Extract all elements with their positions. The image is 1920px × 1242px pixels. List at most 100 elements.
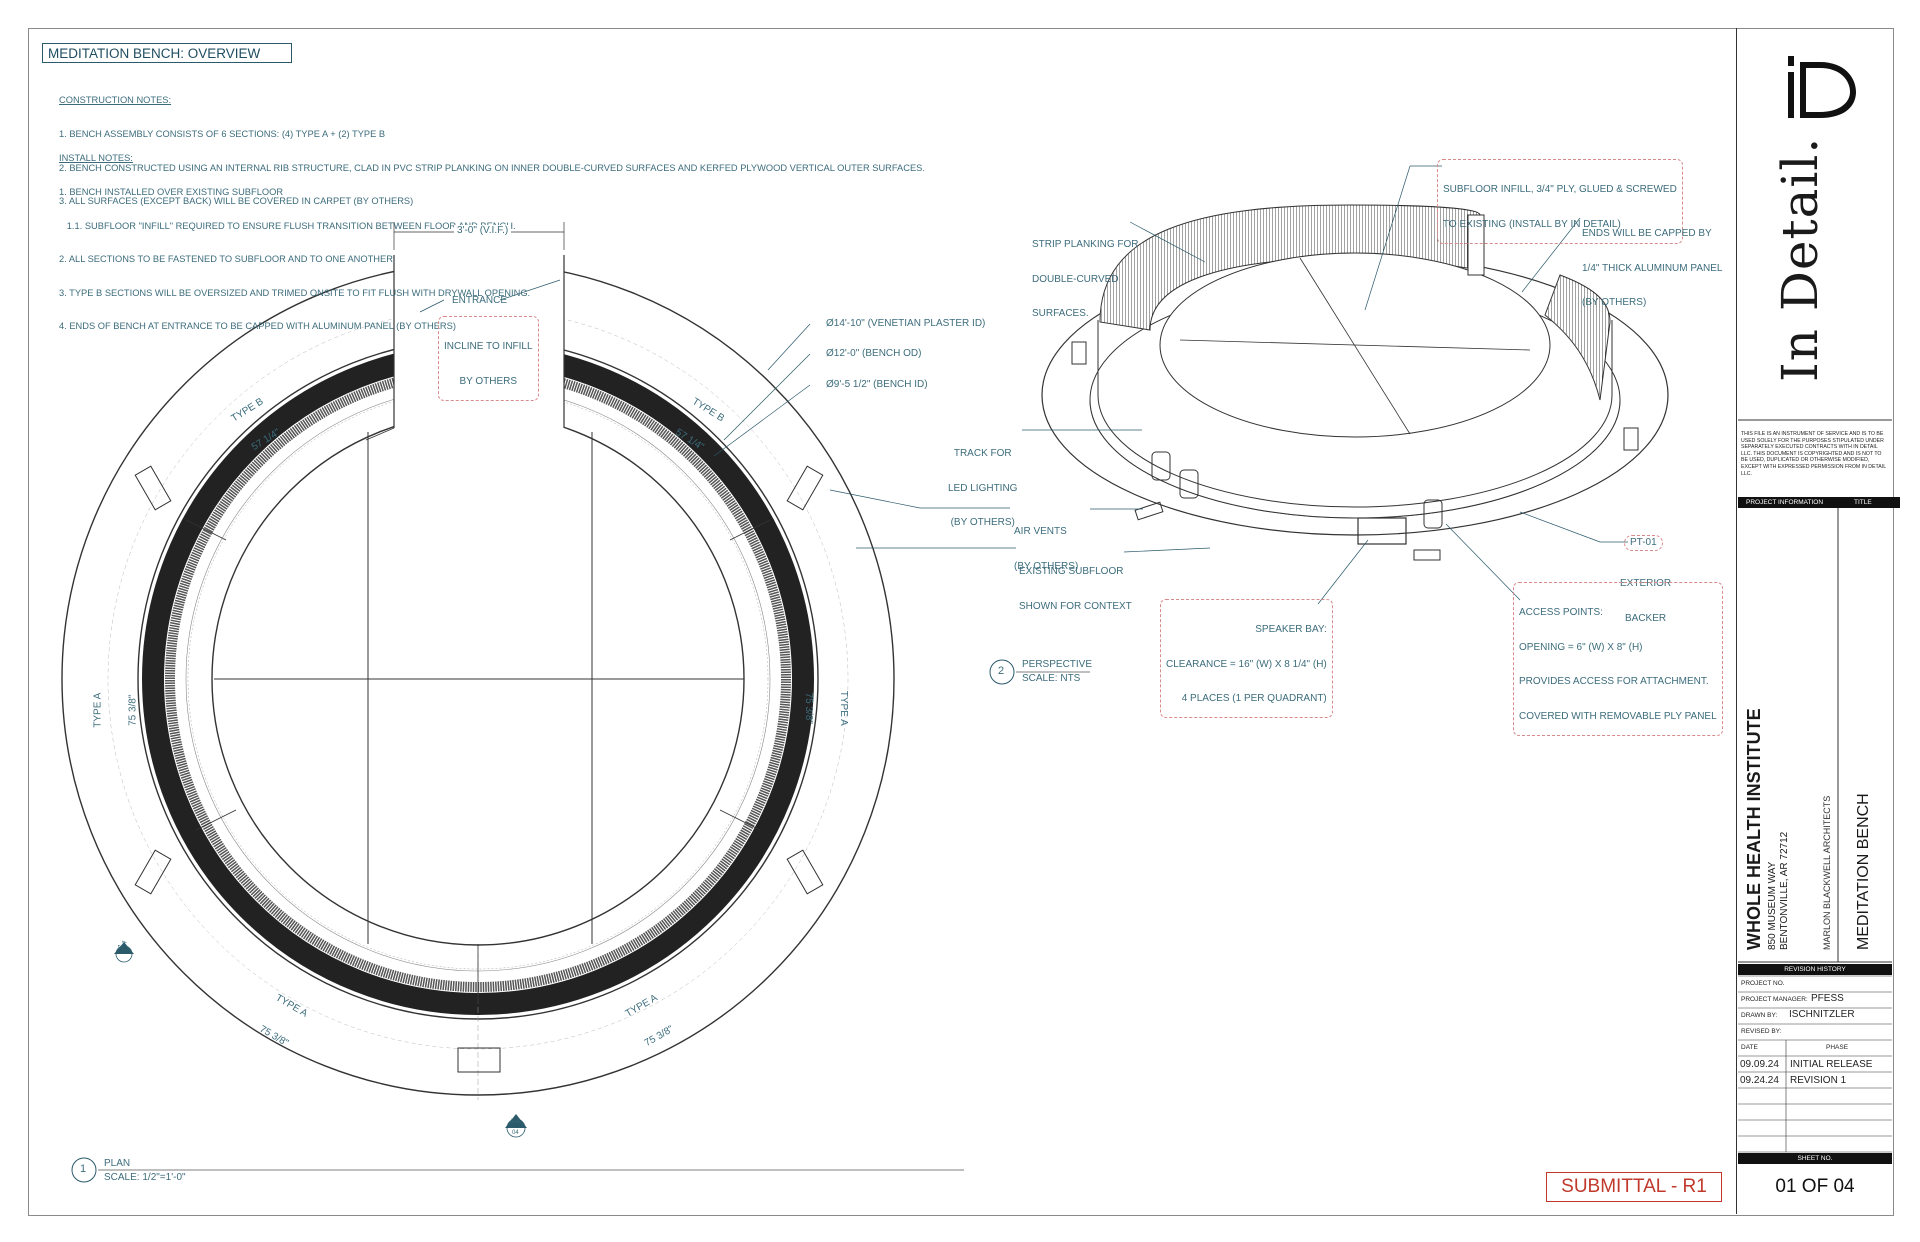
type-label: TYPE A [92,692,104,728]
persp-pt-tag: PT-01 [1624,535,1663,551]
plan-incline-line-1: INCLINE TO INFILL [444,341,533,352]
section-marker-bottom: A-A [510,1119,521,1125]
sheet-no-bar: SHEET NO. [1738,1153,1892,1164]
project-architect: MARLON BLACKWELL ARCHITECTS [1822,795,1832,950]
drawing-sheet-border [28,28,1894,1216]
note-line: LED LIGHTING [948,482,1018,494]
note-line: STRIP PLANKING FOR [1032,239,1139,250]
project-address-1: 850 MUSEUM WAY [1767,861,1778,950]
note-line: TO EXISTING (INSTALL BY IN DETAIL) [1443,218,1621,230]
plan-type-a-right: TYPE A 75 3/8" [791,691,872,726]
note-line: SURFACES. [1032,308,1089,319]
phase-label: PHASE [1826,1044,1849,1051]
title-label: TITLE [1854,499,1872,506]
install-notes-heading: INSTALL NOTES: [59,153,133,164]
note-line: (BY OTHERS) [1014,560,1079,572]
plan-entrance-label: ENTRANCE [452,295,508,306]
type-dim: 75 3/8" [126,694,138,726]
plan-dim-top: 3'-0" (V.I.F.) [454,225,512,237]
persp-ends-note: ENDS WILL BE CAPPED BY 1/4" THICK ALUMIN… [1582,205,1722,320]
persp-track-note: TRACK FOR LED LIGHTING (BY OTHERS) [948,425,1017,540]
note-line: 4 PLACES (1 PER QUADRANT) [1181,693,1327,704]
persp-speaker-note: SPEAKER BAY: CLEARANCE = 16" (W) X 8 1/4… [1160,599,1333,718]
plan-view-name: PLAN [104,1158,131,1169]
note-line: (BY OTHERS) [950,517,1015,528]
revision-history-bar: REVISION HISTORY [1738,964,1892,975]
project-name: WHOLE HEALTH INSTITUTE [1744,708,1764,950]
note-line: SPEAKER BAY: [1255,624,1327,635]
logo-icon [1788,56,1856,118]
persp-air-vents-note: AIR VENTS (BY OTHERS) [1014,503,1078,584]
type-dim: 75 3/8" [642,1023,676,1049]
plan-incline-note: INCLINE TO INFILL BY OTHERS [438,316,539,401]
persp-view-number: 2 [998,665,1005,677]
note-line: EXISTING SUBFLOOR [1019,566,1124,577]
persp-view-name: PERSPECTIVE [1022,659,1093,670]
note-line: DOUBLE-CURVED [1032,273,1119,285]
plan-view-scale: SCALE: 1/2"=1'-0" [104,1172,186,1183]
title-block [1736,28,1893,1214]
disclaimer-text: THIS FILE IS AN INSTRUMENT OF SERVICE AN… [1741,431,1886,477]
revision-phase: INITIAL RELEASE [1790,1059,1873,1070]
revision-date: 09.24.24 [1740,1075,1779,1086]
note-line: SHOWN FOR CONTEXT [1019,600,1132,612]
note-line: COVERED WITH REMOVABLE PLY PANEL [1519,710,1717,722]
install-note: 1. BENCH INSTALLED OVER EXISTING SUBFLOO… [59,187,284,198]
drawn-by-value: ISCHNITZLER [1789,1009,1855,1020]
type-dim: 57 1/4" [673,426,706,453]
plan-incline-line-2: BY OTHERS [459,375,518,387]
project-info-label: PROJECT INFORMATION [1746,499,1824,506]
note-line: ACCESS POINTS: [1519,607,1603,618]
install-note: 4. ENDS OF BENCH AT ENTRANCE TO BE CAPPE… [59,321,456,332]
note-line: 1/4" THICK ALUMINUM PANEL [1582,262,1723,274]
note-line: EXTERIOR [1620,578,1672,589]
sheet-title: MEDITATION BENCH: OVERVIEW [42,43,292,63]
persp-existing-subfloor-note: EXISTING SUBFLOOR SHOWN FOR CONTEXT [1019,543,1132,624]
project-address-2: BENTONVILLE, AR 72712 [1779,831,1790,950]
plan-drawing [61,222,1016,1183]
type-label: TYPE B [229,396,266,425]
entrance-infill [394,250,564,440]
plan-type-a-left: TYPE A 75 3/8" [69,693,150,728]
project-info-bar: PROJECT INFORMATION TITLE [1738,497,1900,508]
type-label: TYPE B [690,396,727,425]
submittal-stamp: SUBMITTAL - R1 [1546,1172,1722,1202]
type-label: TYPE A [837,690,849,726]
project-manager-label: PROJECT MANAGER: [1741,996,1808,1003]
note-line: SUBFLOOR INFILL, 3/4" PLY, GLUED & SCREW… [1443,184,1677,195]
persp-strip-planking-note: STRIP PLANKING FOR DOUBLE-CURVED SURFACE… [1032,216,1139,331]
project-no-label: PROJECT NO. [1741,980,1785,987]
construction-notes-heading: CONSTRUCTION NOTES: [59,95,172,106]
date-label: DATE [1741,1044,1758,1051]
type-label: TYPE A [273,992,310,1020]
persp-subfloor-note: SUBFLOOR INFILL, 3/4" PLY, GLUED & SCREW… [1437,159,1683,244]
note-line: ENDS WILL BE CAPPED BY [1582,228,1712,239]
note-line: TRACK FOR [953,448,1012,459]
drawn-by-label: DRAWN BY: [1741,1012,1778,1019]
persp-backer-note: EXTERIOR BACKER [1620,555,1671,636]
construction-note: 3. ALL SURFACES (EXCEPT BACK) WILL BE CO… [59,196,414,207]
plan-diameter-bench-od: Ø12'-0" (BENCH OD) [826,348,922,359]
note-line: OPENING = 6" (W) X 8" (H) [1519,641,1643,653]
install-notes: INSTALL NOTES: 1. BENCH INSTALLED OVER E… [59,131,530,344]
type-label: TYPE A [623,992,660,1020]
section-marker-sheet: 04 [512,1130,519,1136]
install-note: 2. ALL SECTIONS TO BE FASTENED TO SUBFLO… [59,254,396,265]
note-line: CLEARANCE = 16" (W) X 8 1/4" (H) [1166,658,1327,670]
install-note: 3. TYPE B SECTIONS WILL BE OVERSIZED AND… [59,287,531,298]
note-line: AIR VENTS [1014,526,1067,537]
revised-by-label: REVISED BY: [1741,1028,1782,1035]
type-dim: 75 3/8" [803,692,815,724]
persp-view-scale: SCALE: NTS [1022,673,1081,684]
perspective-drawing [989,165,1669,685]
persp-access-note: ACCESS POINTS: OPENING = 6" (W) X 8" (H)… [1513,582,1723,736]
plan-view-number: 1 [80,1163,87,1175]
sheet-number: 01 OF 04 [1775,1176,1855,1197]
type-dim: 75 3/8" [257,1023,291,1049]
plan-diameter-bench-id: Ø9'-5 1/2" (BENCH ID) [826,379,928,390]
note-line: BACKER [1625,612,1667,624]
revision-date: 09.09.24 [1740,1059,1779,1070]
construction-notes: CONSTRUCTION NOTES: 1. BENCH ASSEMBLY CO… [59,73,925,219]
construction-note: 1. BENCH ASSEMBLY CONSISTS OF 6 SECTIONS… [59,129,386,140]
